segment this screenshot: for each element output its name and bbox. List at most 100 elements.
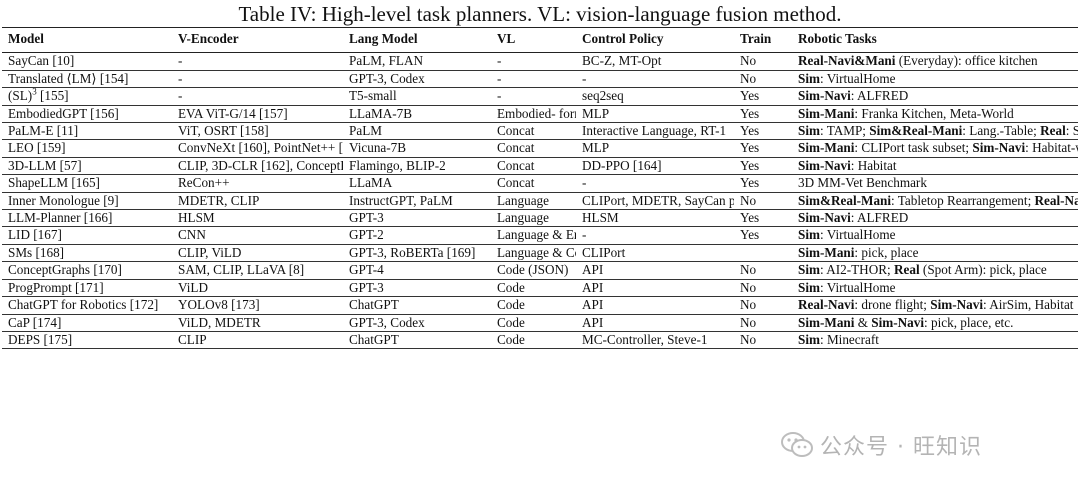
cell-vl: Language & Embed [497, 227, 576, 243]
cell-lang-model: GPT-4 [349, 262, 384, 278]
cell-model: Inner Monologue [9] [8, 192, 119, 208]
cell-lang-model: ChatGPT [349, 297, 399, 313]
cell-vl: Concat [497, 140, 535, 156]
cell-train: No [740, 192, 757, 208]
cell-control-policy: - [582, 175, 587, 191]
cell-control-policy: CLIPort [582, 244, 626, 260]
cell-model: LID [167] [8, 227, 62, 243]
col-header-lang-model: Lang Model [349, 31, 418, 46]
cell-lang-model: InstructGPT, PaLM [349, 192, 453, 208]
cell-vl: Language [497, 210, 549, 226]
cell-v-encoder: HLSM [178, 210, 215, 226]
cell-train: No [740, 314, 757, 330]
cell-train: No [740, 279, 757, 295]
cell-robotic-tasks: Sim: VirtualHome [798, 70, 896, 86]
cell-train: No [740, 70, 757, 86]
cell-v-encoder: CLIP [178, 331, 207, 347]
cell-vl: Code [497, 331, 525, 347]
cell-model: PaLM-E [11] [8, 123, 79, 139]
cell-robotic-tasks: Sim-Navi: ALFRED [798, 210, 909, 226]
cell-robotic-tasks: Sim-Mani: CLIPort task subset; Sim-Navi:… [798, 140, 1078, 156]
col-header-train: Train [740, 31, 772, 46]
wechat-icon [780, 431, 814, 459]
table-row: ChatGPT for Robotics [172]YOLOv8 [173]Ch… [2, 297, 1078, 314]
cell-robotic-tasks: Sim-Mani: Franka Kitchen, Meta-World [798, 105, 1014, 121]
cell-model: SMs [168] [8, 244, 65, 260]
col-header-vl: VL [497, 31, 516, 46]
cell-robotic-tasks: Real-Navi: drone flight; Sim-Navi: AirSi… [798, 297, 1074, 313]
cell-control-policy: API [582, 262, 604, 278]
cell-lang-model: PaLM, FLAN [349, 53, 423, 69]
cell-v-encoder: - [178, 53, 183, 69]
table-caption: Table IV: High-level task planners. VL: … [238, 2, 842, 26]
cell-lang-model: LLaMA-7B [349, 105, 412, 121]
cell-vl: Code (JSON) [497, 262, 569, 278]
cell-v-encoder: EVA ViT-G/14 [157] [178, 105, 288, 121]
cell-control-policy: - [582, 70, 587, 86]
cell-vl: Embodied- former [497, 105, 576, 121]
cell-vl: Concat [497, 175, 535, 191]
cell-model: Translated ⟨LM⟩ [154] [8, 70, 129, 86]
cell-control-policy: API [582, 279, 604, 295]
cell-control-policy: MC-Controller, Steve-1 [582, 331, 708, 347]
col-header-model: Model [8, 31, 44, 46]
cell-lang-model: Vicuna-7B [349, 140, 407, 156]
watermark-text: 公众号 · 旺知识 [820, 435, 982, 460]
cell-v-encoder: ReCon++ [178, 175, 230, 191]
cell-train: Yes [740, 175, 760, 191]
cell-robotic-tasks: Sim-Mani: pick, place [798, 244, 919, 260]
cell-control-policy: Interactive Language, RT-1 [582, 123, 727, 139]
cell-model: (SL)3 [155] [8, 87, 69, 104]
cell-vl: Language [497, 192, 549, 208]
cell-lang-model: T5-small [349, 88, 397, 104]
cell-robotic-tasks: Sim-Navi: ALFRED [798, 88, 909, 104]
col-header-control-policy: Control Policy [582, 31, 664, 46]
cell-v-encoder: SAM, CLIP, LLaVA [8] [178, 262, 305, 278]
cell-v-encoder: - [178, 88, 183, 104]
watermark: 公众号 · 旺知识 [780, 428, 1080, 462]
cell-robotic-tasks: Sim&Real-Mani: Tabletop Rearrangement; R… [798, 192, 1078, 208]
cell-v-encoder: ViLD [178, 279, 208, 295]
cell-model: ConceptGraphs [170] [8, 262, 122, 278]
cell-robotic-tasks: Sim-Navi: Habitat [798, 157, 897, 173]
cell-control-policy: seq2seq [582, 88, 624, 104]
table-row: EmbodiedGPT [156]EVA ViT-G/14 [157]LLaMA… [2, 105, 1078, 123]
cell-vl: Code [497, 297, 525, 313]
cell-lang-model: GPT-3 [349, 210, 384, 226]
table-row: Inner Monologue [9] MDETR, CLIP InstructGP… [2, 192, 1078, 210]
cell-control-policy: HLSM [582, 210, 619, 226]
cell-lang-model: GPT-3 [349, 279, 384, 295]
cell-control-policy: MLP [582, 140, 610, 156]
cell-train: No [740, 331, 757, 347]
cell-vl: Code [497, 279, 525, 295]
cell-control-policy: - [582, 227, 587, 243]
cell-robotic-tasks: Sim: VirtualHome [798, 279, 896, 295]
cell-model: DEPS [175] [8, 331, 73, 347]
cell-v-encoder: ViLD, MDETR [178, 314, 261, 330]
cell-model: ShapeLLM [165] [8, 175, 100, 191]
col-header-robotic-tasks: Robotic Tasks [798, 31, 877, 46]
cell-v-encoder: - [178, 70, 183, 86]
cell-v-encoder: CLIP, ViLD [178, 244, 242, 260]
cell-train: No [740, 297, 757, 313]
cell-control-policy: DD-PPO [164] [582, 157, 662, 173]
cell-train: Yes [740, 157, 760, 173]
cell-train: Yes [740, 140, 760, 156]
cell-control-policy: API [582, 314, 604, 330]
cell-train: Yes [740, 88, 760, 104]
cell-lang-model: GPT-3, RoBERTa [169] [349, 244, 476, 260]
cell-v-encoder: MDETR, CLIP [178, 192, 260, 208]
cell-lang-model: Flamingo, BLIP-2 [349, 157, 446, 173]
table-row: LEO [159]ConvNeXt [160], PointNet++ [161… [2, 140, 1078, 158]
cell-v-encoder: CLIP, 3D-CLR [162], ConceptFusion [163] [178, 157, 343, 173]
header-row: Model V-Encoder Lang Model VL Control Po… [2, 27, 1078, 53]
cell-model: CaP [174] [8, 314, 62, 330]
cell-train [734, 244, 792, 261]
cell-model: LEO [159] [8, 140, 66, 156]
